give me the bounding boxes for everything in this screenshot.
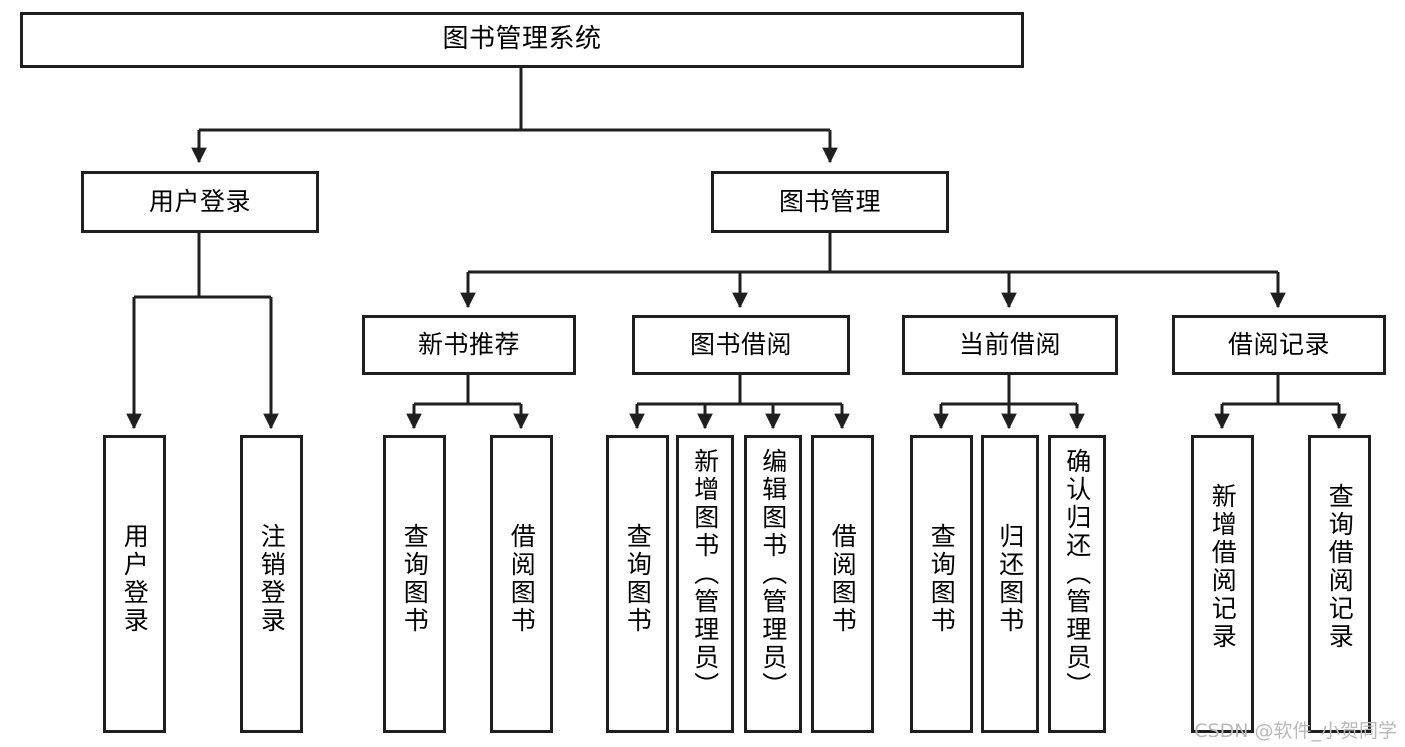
node-leaf-query-record-label: 查询借阅记录: [1325, 483, 1355, 651]
node-leaf-logout-label: 注销登录: [257, 523, 287, 635]
node-book-manage-label: 图书管理: [778, 186, 881, 216]
node-leaf-query-record[interactable]: 查询借阅记录: [1308, 435, 1371, 733]
node-leaf-edit-book[interactable]: 编辑图书（管理员）: [744, 435, 802, 733]
node-leaf-borrow-book-1[interactable]: 借阅图书: [490, 435, 553, 733]
node-book-borrow[interactable]: 图书借阅: [632, 315, 850, 375]
node-leaf-edit-book-label: 编辑图书（管理员）: [758, 448, 788, 700]
csdn-watermark: CSDN @软件_小贺同学: [1194, 720, 1397, 742]
node-leaf-query-book-3[interactable]: 查询图书: [910, 435, 973, 733]
node-user-login-label: 用户登录: [148, 186, 251, 216]
node-leaf-confirm-return-label: 确认归还（管理员）: [1062, 448, 1092, 700]
node-leaf-user-login-label: 用户登录: [120, 523, 150, 635]
node-user-login[interactable]: 用户登录: [81, 171, 319, 233]
node-new-book-rec-label: 新书推荐: [417, 329, 520, 359]
node-leaf-borrow-book-1-label: 借阅图书: [507, 523, 537, 635]
node-current-borrow[interactable]: 当前借阅: [902, 315, 1118, 375]
node-root-label: 图书管理系统: [442, 24, 602, 55]
node-leaf-add-record-label: 新增借阅记录: [1208, 483, 1238, 651]
node-leaf-query-book-2-label: 查询图书: [623, 523, 653, 635]
node-leaf-borrow-book-2[interactable]: 借阅图书: [811, 435, 874, 733]
node-leaf-query-book-2[interactable]: 查询图书: [606, 435, 669, 733]
node-borrow-record-label: 借阅记录: [1227, 329, 1330, 359]
node-leaf-return-book-label: 归还图书: [995, 523, 1025, 635]
node-leaf-confirm-return[interactable]: 确认归还（管理员）: [1048, 435, 1106, 733]
node-book-manage[interactable]: 图书管理: [711, 171, 949, 233]
node-new-book-rec[interactable]: 新书推荐: [362, 315, 576, 375]
node-leaf-query-book-3-label: 查询图书: [927, 523, 957, 635]
node-leaf-query-book-1-label: 查询图书: [400, 523, 430, 635]
node-leaf-return-book[interactable]: 归还图书: [981, 435, 1039, 733]
node-leaf-add-book-label: 新增图书（管理员）: [690, 448, 720, 700]
node-leaf-borrow-book-2-label: 借阅图书: [828, 523, 858, 635]
node-leaf-add-book[interactable]: 新增图书（管理员）: [676, 435, 734, 733]
node-root[interactable]: 图书管理系统: [20, 12, 1024, 68]
node-book-borrow-label: 图书借阅: [689, 329, 792, 359]
node-leaf-query-book-1[interactable]: 查询图书: [383, 435, 446, 733]
node-leaf-add-record[interactable]: 新增借阅记录: [1191, 435, 1254, 733]
node-current-borrow-label: 当前借阅: [958, 329, 1061, 359]
node-borrow-record[interactable]: 借阅记录: [1172, 315, 1386, 375]
node-leaf-logout[interactable]: 注销登录: [240, 435, 303, 733]
node-leaf-user-login[interactable]: 用户登录: [103, 435, 166, 733]
